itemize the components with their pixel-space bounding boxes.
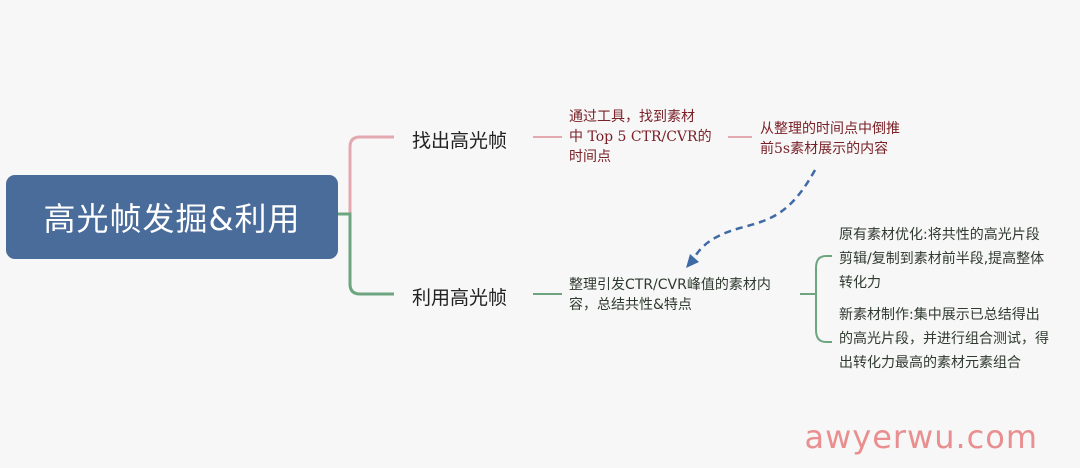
watermark: awyerwu.com xyxy=(804,418,1038,456)
find-sub-line: 从整理的时间点中倒推 xyxy=(760,121,900,137)
use-detail-line: 整理引发CTR/CVR峰值的素材内 xyxy=(569,277,771,293)
find-detail-line: 时间点 xyxy=(569,149,611,165)
root-node: 高光帧发掘&利用 xyxy=(6,175,338,259)
root-label: 高光帧发掘&利用 xyxy=(43,200,301,238)
use-sub-optimize-line: 剪辑/复制到素材前半段,提高整体 xyxy=(839,251,1045,267)
find-detail: 通过工具，找到素材 中 Top 5 CTR/CVR的 时间点 xyxy=(569,107,712,167)
branch-use-label: 利用高光帧 xyxy=(412,287,508,309)
use-detail-line: 容，总结共性&特点 xyxy=(569,297,692,313)
arrow-head xyxy=(686,254,699,268)
use-detail: 整理引发CTR/CVR峰值的素材内 容，总结共性&特点 xyxy=(569,275,771,315)
use-sub-optimize-line: 原有素材优化:将共性的高光片段 xyxy=(839,227,1040,243)
connector-root-to-find xyxy=(338,135,394,216)
branch-find-label: 找出高光帧 xyxy=(412,130,508,152)
connector-use-detail-to-subs xyxy=(800,255,832,343)
use-sub-optimize: 原有素材优化:将共性的高光片段 剪辑/复制到素材前半段,提高整体 转化力 xyxy=(839,223,1044,295)
find-detail-line: 通过工具，找到素材 xyxy=(569,109,695,125)
use-sub-optimize-line: 转化力 xyxy=(839,275,881,291)
use-sub-create-line: 出转化力最高的素材元素组合 xyxy=(839,355,1021,371)
find-detail-line: 中 Top 5 CTR/CVR的 xyxy=(569,129,712,145)
find-sub-line: 前5s素材展示的内容 xyxy=(760,141,889,157)
use-sub-create-line: 的高光片段，并进行组合测试，得 xyxy=(839,331,1049,347)
use-sub-create: 新素材制作:集中展示已总结得出 的高光片段，并进行组合测试，得 出转化力最高的素… xyxy=(839,303,1049,375)
use-sub-create-line: 新素材制作:集中展示已总结得出 xyxy=(839,307,1040,323)
find-sub: 从整理的时间点中倒推 前5s素材展示的内容 xyxy=(760,119,900,159)
dashed-arrow xyxy=(690,169,817,263)
connector-root-to-use xyxy=(338,212,394,296)
